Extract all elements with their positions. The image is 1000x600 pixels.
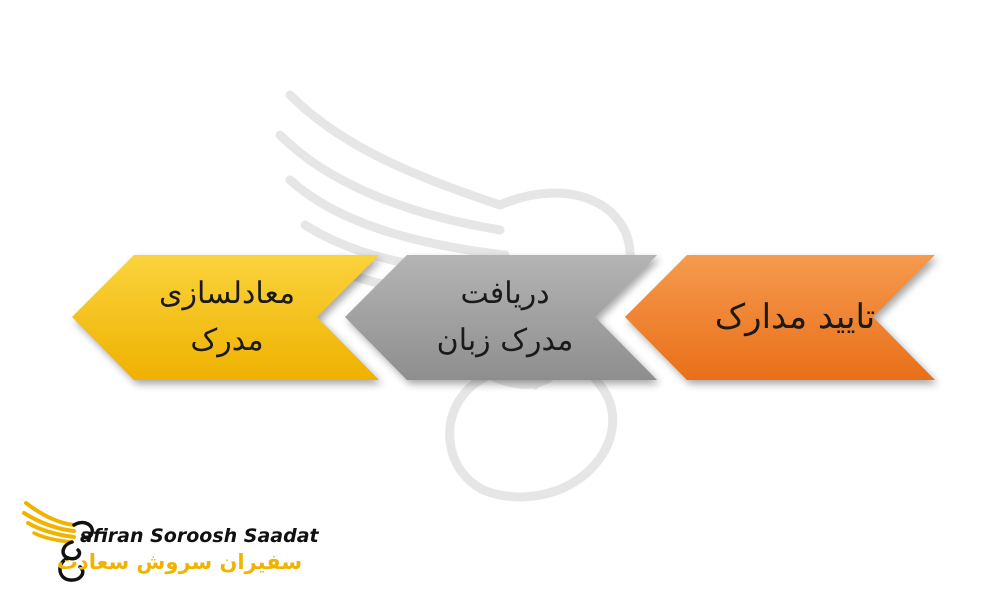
company-logo: afiran Soroosh Saadat سفیران سروش سعادت (22, 495, 319, 590)
wing-s-logo-icon (22, 501, 94, 582)
logo-text-persian: سفیران سروش سعادت (56, 550, 302, 574)
logo-text-english: afiran Soroosh Saadat (80, 525, 319, 547)
step-arrow-receive-language-certificate: دریافت مدرک زبان (345, 255, 657, 380)
arrow-shape (72, 255, 379, 380)
arrow-shape (345, 255, 657, 380)
arrow-shape (625, 255, 935, 380)
step-arrow-equivalency-of-documents: معادلسازی مدرک (72, 255, 379, 380)
step-arrow-verify-documents: تایید مدارک (625, 255, 935, 380)
